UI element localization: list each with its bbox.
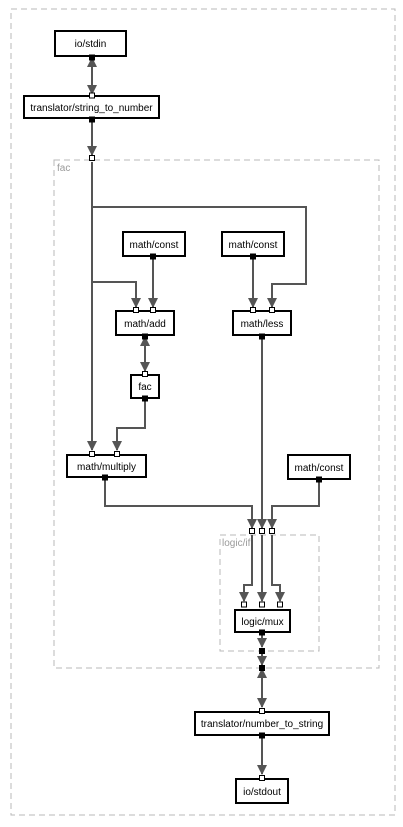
node-math-less[interactable]: math/less (232, 307, 292, 340)
node-io-stdout[interactable]: io/stdout (235, 775, 289, 804)
node-logic-mux-label: logic/mux (241, 617, 283, 628)
node-string-to-number[interactable]: translator/string_to_number (23, 92, 160, 123)
if-output-port (259, 648, 265, 654)
edge-fac-inner-to-multiply (112, 400, 146, 451)
node-io-stdout-label: io/stdout (243, 787, 281, 798)
node-math-add-label: math/add (124, 319, 166, 330)
if-input-port-1 (249, 528, 255, 534)
fac-group: fac (53, 159, 380, 669)
edge-fac-port-to-less (92, 206, 307, 308)
node-number-to-string[interactable]: translator/number_to_string (194, 708, 330, 739)
node-math-const-if-label: math/const (295, 463, 344, 474)
node-math-const-add-label: math/const (130, 240, 179, 251)
if-input-port-2 (259, 528, 265, 534)
node-fac-inner-label: fac (138, 382, 151, 393)
edge-if-port-to-mux-3 (271, 535, 285, 602)
logic-if-group-frame (219, 534, 320, 652)
fac-input-port (89, 155, 95, 161)
node-string-to-number-label: translator/string_to_number (30, 103, 153, 114)
node-math-const-if[interactable]: math/const (287, 454, 351, 483)
edge-fac-port-to-add (92, 281, 141, 308)
node-io-stdin-label: io/stdin (75, 39, 107, 50)
outer-group-frame (10, 8, 396, 816)
node-io-stdin[interactable]: io/stdin (54, 30, 127, 61)
edge-const-if-to-if (267, 479, 320, 529)
if-input-port-3 (269, 528, 275, 534)
fac-output-port (259, 665, 265, 671)
node-math-multiply-label: math/multiply (77, 462, 136, 473)
node-fac-inner[interactable]: fac (130, 371, 160, 402)
fac-group-frame (53, 159, 380, 669)
node-math-const-less-label: math/const (229, 240, 278, 251)
node-math-add[interactable]: math/add (115, 307, 175, 340)
edge-multiply-to-if (104, 478, 257, 529)
edge-if-port-to-mux-1 (239, 535, 253, 602)
fac-group-label: fac (57, 163, 70, 174)
node-math-less-label: math/less (241, 319, 284, 330)
node-logic-mux[interactable]: logic/mux (234, 601, 291, 636)
node-math-const-less[interactable]: math/const (221, 231, 285, 260)
node-math-const-add[interactable]: math/const (122, 231, 186, 260)
ports (89, 155, 275, 671)
logic-if-group: logic/if (219, 534, 320, 652)
logic-if-group-label: logic/if (222, 538, 251, 549)
node-math-multiply[interactable]: math/multiply (66, 451, 147, 481)
node-number-to-string-label: translator/number_to_string (201, 719, 323, 730)
edges (87, 57, 320, 775)
